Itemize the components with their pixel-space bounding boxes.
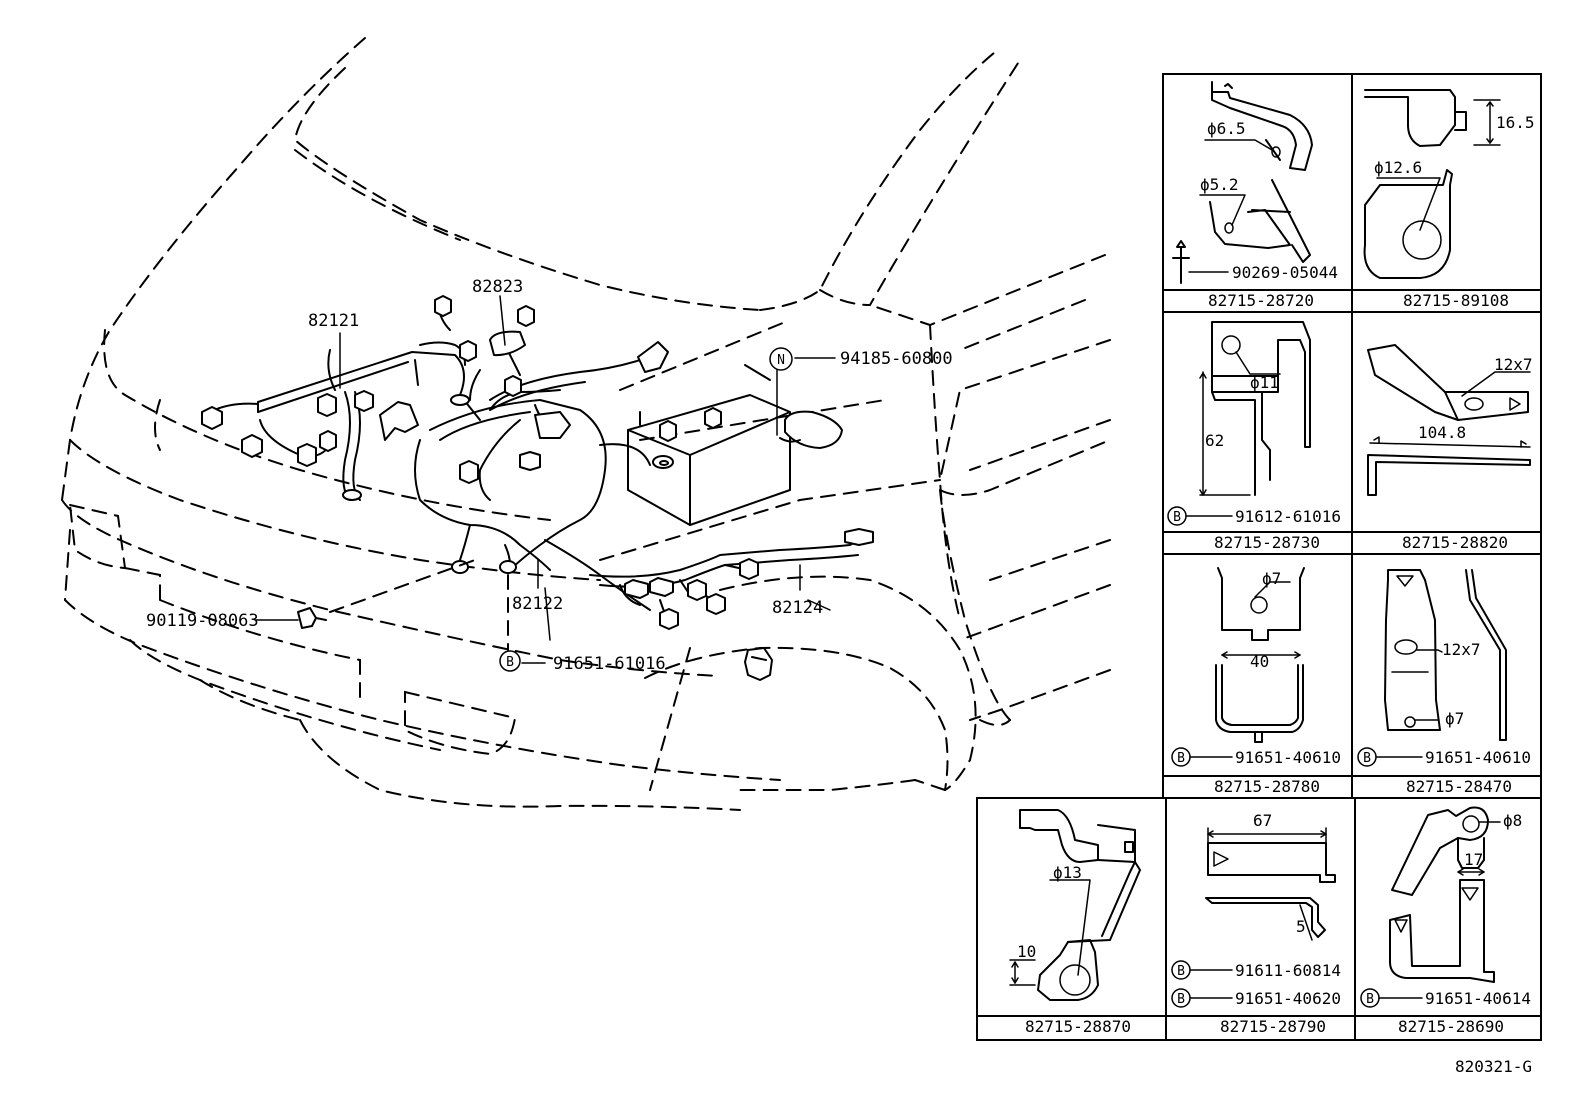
bracket-82715-28870: ϕ13 10 82715-28870 xyxy=(1009,809,1141,1036)
svg-text:91651-40614: 91651-40614 xyxy=(1425,989,1531,1008)
part-82715-28470: 82715-28470 xyxy=(1406,777,1512,796)
svg-text:104.8: 104.8 xyxy=(1418,423,1466,442)
svg-text:B: B xyxy=(1363,751,1371,766)
svg-text:ϕ12.6: ϕ12.6 xyxy=(1374,158,1422,177)
svg-text:91651-40610: 91651-40610 xyxy=(1235,748,1341,767)
label-82122: 82122 xyxy=(512,594,563,614)
part-82715-89108: 82715-89108 xyxy=(1403,291,1509,310)
svg-text:90269-05044: 90269-05044 xyxy=(1232,263,1338,282)
marker-b-icon: B xyxy=(499,650,521,672)
svg-text:40: 40 xyxy=(1250,652,1269,671)
svg-text:5: 5 xyxy=(1296,917,1306,936)
bracket-82715-28780: ϕ7 40 B 91651-40610 82715-28780 xyxy=(1171,567,1341,796)
part-82715-28790: 82715-28790 xyxy=(1220,1017,1326,1036)
part-82715-28730: 82715-28730 xyxy=(1214,533,1320,552)
marker-n-icon: N xyxy=(769,347,793,371)
bracket-82715-28470: 12x7 ϕ7 B 91651-40610 82715-28470 xyxy=(1357,569,1531,796)
bracket-table-grid xyxy=(976,73,1542,1041)
fender-clip xyxy=(744,647,773,681)
svg-text:ϕ5.2: ϕ5.2 xyxy=(1200,175,1239,194)
svg-text:B: B xyxy=(1173,510,1181,525)
part-82715-28780: 82715-28780 xyxy=(1214,777,1320,796)
bracket-82715-28730: ϕ11 62 B 91612-61016 82715-28730 xyxy=(1167,321,1341,552)
part-82715-28820: 82715-28820 xyxy=(1402,533,1508,552)
main-leader-lines xyxy=(254,295,836,664)
battery xyxy=(627,364,843,526)
label-82823: 82823 xyxy=(472,277,523,297)
label-90119-08063: 90119-08063 xyxy=(146,611,259,631)
svg-text:67: 67 xyxy=(1253,811,1272,830)
bracket-82715-28820: 12x7 104.8 82715-28820 xyxy=(1367,344,1533,552)
svg-text:17: 17 xyxy=(1464,850,1483,869)
part-82715-28870: 82715-28870 xyxy=(1025,1017,1131,1036)
engine-bay-connectors xyxy=(201,295,874,630)
svg-text:B: B xyxy=(1366,992,1374,1007)
svg-text:ϕ13: ϕ13 xyxy=(1053,863,1082,882)
label-82121: 82121 xyxy=(308,311,359,331)
svg-text:B: B xyxy=(1177,751,1185,766)
svg-text:62: 62 xyxy=(1205,431,1224,450)
wire-harness-82121 xyxy=(209,341,481,501)
svg-text:91651-40620: 91651-40620 xyxy=(1235,989,1341,1008)
svg-text:91611-60814: 91611-60814 xyxy=(1235,961,1341,980)
bracket-82715-28720: ϕ6.5 ϕ5.2 90269-05044 82715-28720 xyxy=(1172,81,1338,310)
label-82124: 82124 xyxy=(772,598,823,618)
svg-text:ϕ11: ϕ11 xyxy=(1250,373,1279,392)
label-94185-60800: 94185-60800 xyxy=(840,349,953,369)
svg-text:B: B xyxy=(1177,964,1185,979)
part-82715-28720: 82715-28720 xyxy=(1208,291,1314,310)
svg-text:B: B xyxy=(1177,992,1185,1007)
label-91651-61016: 91651-61016 xyxy=(553,654,666,674)
svg-text:12x7: 12x7 xyxy=(1442,640,1481,659)
bolt-90119-08063-icon xyxy=(297,607,327,629)
part-82715-28690: 82715-28690 xyxy=(1398,1017,1504,1036)
svg-text:B: B xyxy=(506,655,514,670)
svg-text:ϕ7: ϕ7 xyxy=(1445,709,1464,728)
svg-text:91651-40610: 91651-40610 xyxy=(1425,748,1531,767)
svg-text:ϕ6.5: ϕ6.5 xyxy=(1207,119,1246,138)
bracket-82715-28690: ϕ8 17 B 91651-40614 82715-28690 xyxy=(1360,806,1531,1036)
svg-text:91612-61016: 91612-61016 xyxy=(1235,507,1341,526)
bracket-82715-28790: 67 5 B 91611-60814 B 91651-40620 82715-2… xyxy=(1171,811,1341,1036)
diagram-id: 820321-G xyxy=(1455,1057,1532,1076)
svg-text:ϕ8: ϕ8 xyxy=(1503,811,1522,830)
bracket-82715-89108: 16.5 ϕ12.6 82715-89108 xyxy=(1363,89,1535,310)
svg-text:10: 10 xyxy=(1017,942,1036,961)
svg-text:N: N xyxy=(777,353,785,368)
svg-text:ϕ7: ϕ7 xyxy=(1262,569,1281,588)
svg-text:12x7: 12x7 xyxy=(1494,355,1533,374)
svg-text:16.5: 16.5 xyxy=(1496,113,1535,132)
